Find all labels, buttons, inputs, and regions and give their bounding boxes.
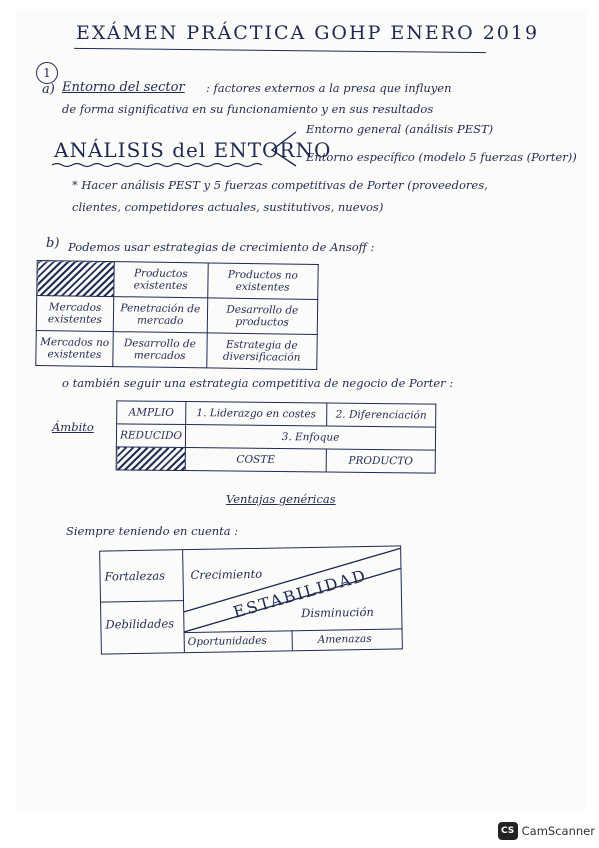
swot-fortalezas: Fortalezas xyxy=(104,568,166,584)
porter-producto: PRODUCTO xyxy=(325,449,436,474)
ansoff-row-new: Mercados no existentes xyxy=(35,330,114,367)
ansoff-penetracion: Penetración de mercado xyxy=(113,296,208,333)
porter-diferenciacion: 2. Diferenciación xyxy=(326,403,436,428)
definition-line-1: : factores externos a la presa que influ… xyxy=(206,81,452,95)
section-number-badge: 1 xyxy=(36,62,58,84)
wavy-underline xyxy=(52,162,262,168)
swot-disminucion: Disminución xyxy=(301,604,375,621)
swot-debilidades: Debilidades xyxy=(105,616,175,632)
porter-intro: o también seguir una estrategia competit… xyxy=(62,376,454,390)
swot-amenazas: Amenazas xyxy=(317,632,372,646)
ansoff-row-existing: Mercados existentes xyxy=(36,295,114,332)
ansoff-desarrollo-mercados: Desarrollo de mercados xyxy=(112,331,207,368)
swot-left-divider xyxy=(101,600,184,603)
ansoff-corner-hatched xyxy=(36,260,115,297)
ansoff-desarrollo-productos: Desarrollo de productos xyxy=(206,297,318,335)
definition-line-2: de forma significativa en su funcionamie… xyxy=(62,102,434,116)
camscanner-logo-icon: CS xyxy=(497,822,518,840)
ansoff-diversificacion: Estrategia de diversificación xyxy=(206,332,318,370)
note-line-1: * Hacer análisis PEST y 5 fuerzas compet… xyxy=(72,178,488,192)
ansoff-matrix: Productos existentes Productos no existe… xyxy=(35,260,319,370)
scanned-page: EXÁMEN PRÁCTICA GOHP ENERO 2019 1 a) Ent… xyxy=(16,10,586,810)
entorno-general: Entorno general (análisis PEST) xyxy=(306,122,494,136)
entorno-sector-term: Entorno del sector xyxy=(62,80,185,95)
swot-diagram: Fortalezas Debilidades Crecimiento ESTAB… xyxy=(99,545,403,655)
camscanner-watermark: CS CamScanner xyxy=(497,822,595,840)
porter-enfoque: 3. Enfoque xyxy=(185,424,436,451)
swot-diagonal xyxy=(183,547,401,633)
ansoff-col-existing: Productos existentes xyxy=(113,261,208,298)
porter-coste: COSTE xyxy=(185,447,327,473)
page-title: EXÁMEN PRÁCTICA GOHP ENERO 2019 xyxy=(76,22,540,44)
porter-matrix: AMPLIO 1. Liderazgo en costes 2. Diferen… xyxy=(116,400,437,474)
ansoff-intro: Podemos usar estrategias de crecimiento … xyxy=(68,240,375,254)
ventajas-genericas: Ventajas genéricas xyxy=(226,492,336,506)
item-a-label: a) xyxy=(42,82,55,97)
swot-crecimiento: Crecimiento xyxy=(190,566,263,583)
item-b-label: b) xyxy=(46,236,60,251)
swot-bottom-split xyxy=(291,630,294,651)
ansoff-col-new: Productos no existentes xyxy=(207,262,319,300)
note-line-2: clientes, competidores actuales, sustitu… xyxy=(72,200,384,214)
swot-oportunidades: Oportunidades xyxy=(187,634,267,649)
porter-reducido: REDUCIDO xyxy=(116,423,186,448)
porter-corner-hatched xyxy=(116,446,186,471)
ambito-label: Ámbito xyxy=(52,420,94,434)
title-underline xyxy=(74,47,486,54)
porter-amplio: AMPLIO xyxy=(116,400,186,425)
camscanner-label: CamScanner xyxy=(521,824,595,838)
branch-bracket xyxy=(270,131,297,167)
entorno-especifico: Entorno específico (modelo 5 fuerzas (Po… xyxy=(306,150,577,164)
siempre-teniendo: Siempre teniendo en cuenta : xyxy=(66,524,239,538)
porter-liderazgo: 1. Liderazgo en costes xyxy=(185,401,327,427)
